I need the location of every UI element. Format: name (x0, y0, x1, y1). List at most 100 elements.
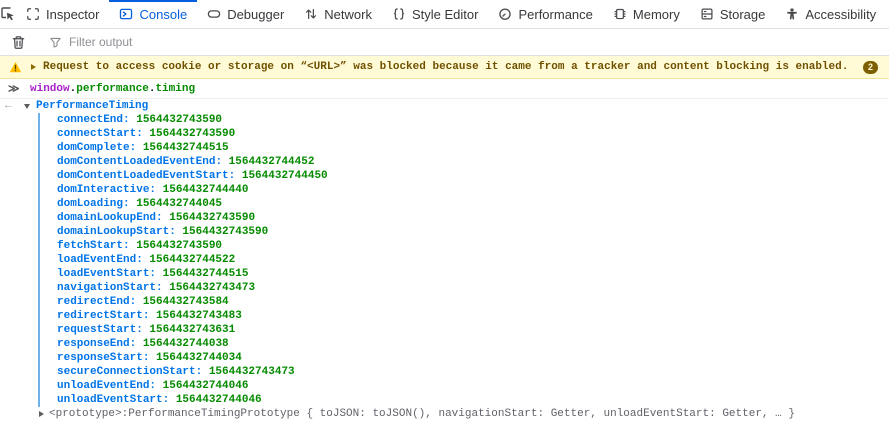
property-name: domContentLoadedEventEnd (57, 156, 216, 168)
property-colon: : (149, 380, 163, 392)
tab-accessibility[interactable]: Accessibility (775, 0, 886, 28)
property-row: domComplete: 1564432744515 (0, 141, 889, 155)
property-row: connectStart: 1564432743590 (0, 127, 889, 141)
token-property: performance (76, 82, 149, 95)
console-output: Request to access cookie or storage on “… (0, 56, 889, 421)
devtools-tab-bar: Inspector Console Debugger Network Style Edi… (0, 0, 889, 29)
property-colon: : (162, 394, 176, 406)
inspector-icon (26, 7, 40, 21)
warning-message: Request to access cookie or storage on “… (43, 61, 849, 73)
property-colon: : (129, 296, 143, 308)
property-value: 1564432743631 (149, 324, 236, 336)
prototype-expand-toggle[interactable] (39, 411, 44, 417)
property-name: domInteractive (57, 184, 150, 196)
object-collapse-toggle[interactable] (24, 103, 30, 109)
property-name: domContentLoadedEventStart (57, 170, 229, 182)
tab-label: Inspector (46, 6, 100, 22)
property-colon: : (136, 254, 150, 266)
storage-icon (700, 7, 714, 21)
property-value: 1564432744450 (241, 170, 328, 182)
property-name: loadEventStart (57, 268, 150, 280)
property-name: domComplete (57, 142, 130, 154)
token-punctuation: . (69, 82, 77, 95)
property-name: redirectEnd (57, 296, 130, 308)
property-colon: : (136, 128, 150, 140)
property-name: domainLookupEnd (57, 212, 157, 224)
trash-icon (11, 35, 26, 50)
property-row: domainLookupStart: 1564432743590 (0, 225, 889, 239)
pick-element-button[interactable] (0, 0, 16, 28)
property-row: secureConnectionStart: 1564432743473 (0, 365, 889, 379)
property-name: fetchStart (57, 240, 124, 252)
warning-triangle-icon (9, 61, 22, 73)
property-value: 1564432744045 (136, 198, 223, 210)
property-colon: : (142, 352, 157, 364)
property-value: 1564432744452 (228, 156, 315, 168)
token-punctuation: . (148, 82, 156, 95)
property-colon: : (142, 310, 157, 322)
property-colon: : (129, 338, 143, 350)
property-name: domainLookupStart (57, 226, 170, 238)
debugger-icon (207, 7, 221, 21)
property-value: 1564432743473 (169, 282, 256, 294)
property-name: unloadEventStart (57, 394, 163, 406)
tab-label: Memory (632, 6, 680, 22)
property-value: 1564432743590 (182, 226, 269, 238)
property-colon: : (169, 226, 183, 238)
property-value: 1564432743590 (136, 240, 223, 252)
warning-count-badge: 2 (863, 60, 878, 74)
property-colon: : (228, 170, 242, 182)
property-value: 1564432744515 (162, 268, 249, 280)
property-colon: : (136, 324, 150, 336)
tab-storage[interactable]: Storage (690, 0, 776, 28)
property-row: domContentLoadedEventStart: 156443274445… (0, 169, 889, 183)
property-value: 1564432743483 (156, 310, 242, 322)
property-value: 1564432744034 (156, 352, 242, 364)
property-colon: : (156, 282, 170, 294)
tab-label: Storage (719, 6, 766, 22)
property-value: 1564432743590 (169, 212, 256, 224)
property-value: 1564432744046 (162, 380, 249, 392)
property-row: fetchStart: 1564432743590 (0, 239, 889, 253)
performance-icon (498, 7, 512, 21)
tab-performance[interactable]: Performance (488, 0, 602, 28)
property-row: domLoading: 1564432744045 (0, 197, 889, 211)
clear-console-button[interactable] (0, 35, 36, 50)
property-colon: : (123, 114, 137, 126)
property-value: 1564432744046 (175, 394, 262, 406)
warning-expand-toggle[interactable] (31, 64, 36, 70)
property-name: responseEnd (57, 338, 130, 350)
property-value: 1564432744440 (162, 184, 249, 196)
property-row: responseEnd: 1564432744038 (0, 337, 889, 351)
property-colon: : (156, 212, 170, 224)
filter-output-input[interactable] (69, 35, 889, 49)
tab-style-editor[interactable]: Style Editor (382, 0, 488, 28)
property-value: 1564432743590 (149, 128, 236, 140)
reply-arrow-icon: ← (5, 100, 12, 112)
tree-guide-line (38, 113, 40, 407)
evaluated-command-row: ≫ window.performance.timing (0, 79, 889, 99)
prototype-label: <prototype>: (49, 408, 129, 420)
tab-label: Console (139, 6, 188, 22)
property-row: requestStart: 1564432743631 (0, 323, 889, 337)
tab-inspector[interactable]: Inspector (16, 0, 109, 28)
property-row: connectEnd: 1564432743590 (0, 113, 889, 127)
property-row: domInteractive: 1564432744440 (0, 183, 889, 197)
tab-memory[interactable]: Memory (603, 0, 690, 28)
property-row: loadEventEnd: 1564432744522 (0, 253, 889, 267)
accessibility-icon (785, 7, 799, 21)
tab-console[interactable]: Console (109, 0, 197, 28)
evaluated-command: window.performance.timing (30, 83, 195, 95)
property-colon: : (123, 198, 137, 210)
property-name: connectStart (57, 128, 137, 140)
property-name: secureConnectionStart (57, 366, 196, 378)
console-warning-row[interactable]: Request to access cookie or storage on “… (0, 56, 889, 79)
property-colon: : (215, 156, 229, 168)
tab-label: Accessibility (805, 6, 877, 22)
object-class-name: PerformanceTiming (36, 100, 149, 112)
tab-debugger[interactable]: Debugger (197, 0, 294, 28)
property-colon: : (129, 142, 143, 154)
tab-network[interactable]: Network (294, 0, 382, 28)
property-row: unloadEventEnd: 1564432744046 (0, 379, 889, 393)
tab-label: Network (324, 6, 372, 22)
